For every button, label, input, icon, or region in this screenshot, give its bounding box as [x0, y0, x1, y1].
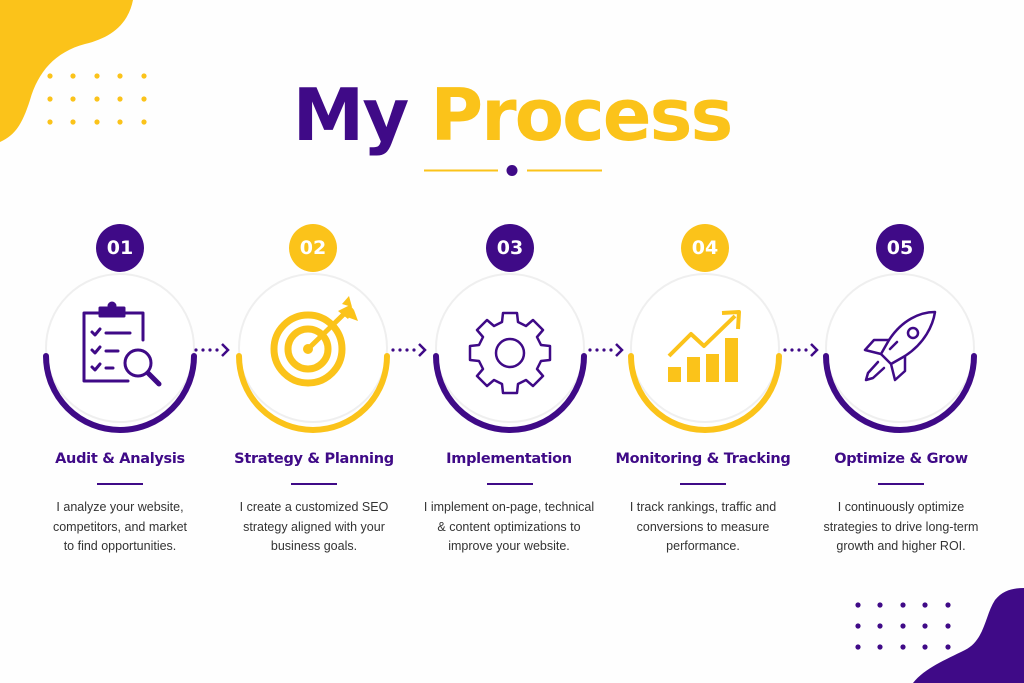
desc-line: & content optimizations to: [437, 519, 581, 534]
step-3-description: I implement on-page, technical & content…: [414, 498, 604, 557]
arrow-3-4: [588, 343, 624, 357]
step-1-number: 01: [106, 237, 134, 259]
desc-line: growth and higher ROI.: [836, 539, 966, 553]
yellow-corner-blob: [0, 0, 133, 142]
step-5-number: 05: [886, 237, 914, 259]
desc-line: strategies to drive long-term: [823, 519, 979, 534]
clipboard-search-icon: [82, 301, 162, 387]
desc-line: performance.: [666, 539, 740, 553]
desc-line: business goals.: [270, 539, 358, 553]
step-4-title: Monitoring & Tracking: [615, 451, 791, 467]
growth-chart-icon: [667, 310, 741, 382]
step-5-title: Optimize & Grow: [834, 451, 968, 467]
step-2-title: Strategy & Planning: [234, 451, 394, 467]
purple-corner-blob: [913, 588, 1024, 683]
step-5-rule: [878, 483, 924, 485]
arrow-2-3: [391, 343, 427, 357]
step-4-number: 04: [691, 237, 719, 259]
gear-icon: [468, 311, 552, 395]
step-4-ring: [628, 224, 782, 433]
desc-line: conversions to measure: [636, 519, 770, 534]
yellow-dot-grid: [47, 73, 147, 125]
title-word-process: Process: [430, 73, 733, 157]
step-4-rule: [680, 483, 726, 485]
desc-line: strategy aligned with your: [243, 519, 385, 534]
desc-line: to find opportunities.: [63, 539, 177, 553]
step-4-description: I track rankings, traffic and conversion…: [608, 498, 798, 557]
step-2-number: 02: [299, 237, 327, 259]
step-1-title: Audit & Analysis: [55, 451, 185, 467]
arrow-4-5: [783, 343, 819, 357]
desc-line: I create a customized SEO: [239, 500, 389, 514]
step-5-ring: [823, 224, 977, 433]
step-2-rule: [291, 483, 337, 485]
step-3-rule: [487, 483, 533, 485]
target-arrow-icon: [270, 296, 358, 387]
desc-line: I implement on-page, technical: [423, 500, 595, 514]
desc-line: improve your website.: [448, 539, 570, 553]
desc-line: I continuously optimize: [837, 500, 965, 514]
desc-line: I analyze your website,: [56, 500, 184, 514]
title-divider: [424, 165, 602, 176]
page-title: My Process: [0, 70, 1024, 160]
connector-arrows: [194, 343, 819, 357]
arrow-1-2: [194, 343, 230, 357]
desc-line: competitors, and market: [52, 519, 188, 534]
rocket-icon: [863, 310, 937, 382]
step-1-description: I analyze your website, competitors, and…: [25, 498, 215, 557]
step-3-ring: [433, 224, 587, 433]
purple-dot-grid: [855, 602, 951, 650]
title-word-my: My: [292, 73, 410, 157]
desc-line: I track rankings, traffic and: [629, 500, 777, 514]
step-3-title: Implementation: [446, 451, 572, 467]
step-3-number: 03: [496, 237, 524, 259]
step-1-rule: [97, 483, 143, 485]
step-5-description: I continuously optimize strategies to dr…: [806, 498, 996, 557]
step-2-description: I create a customized SEO strategy align…: [219, 498, 409, 557]
